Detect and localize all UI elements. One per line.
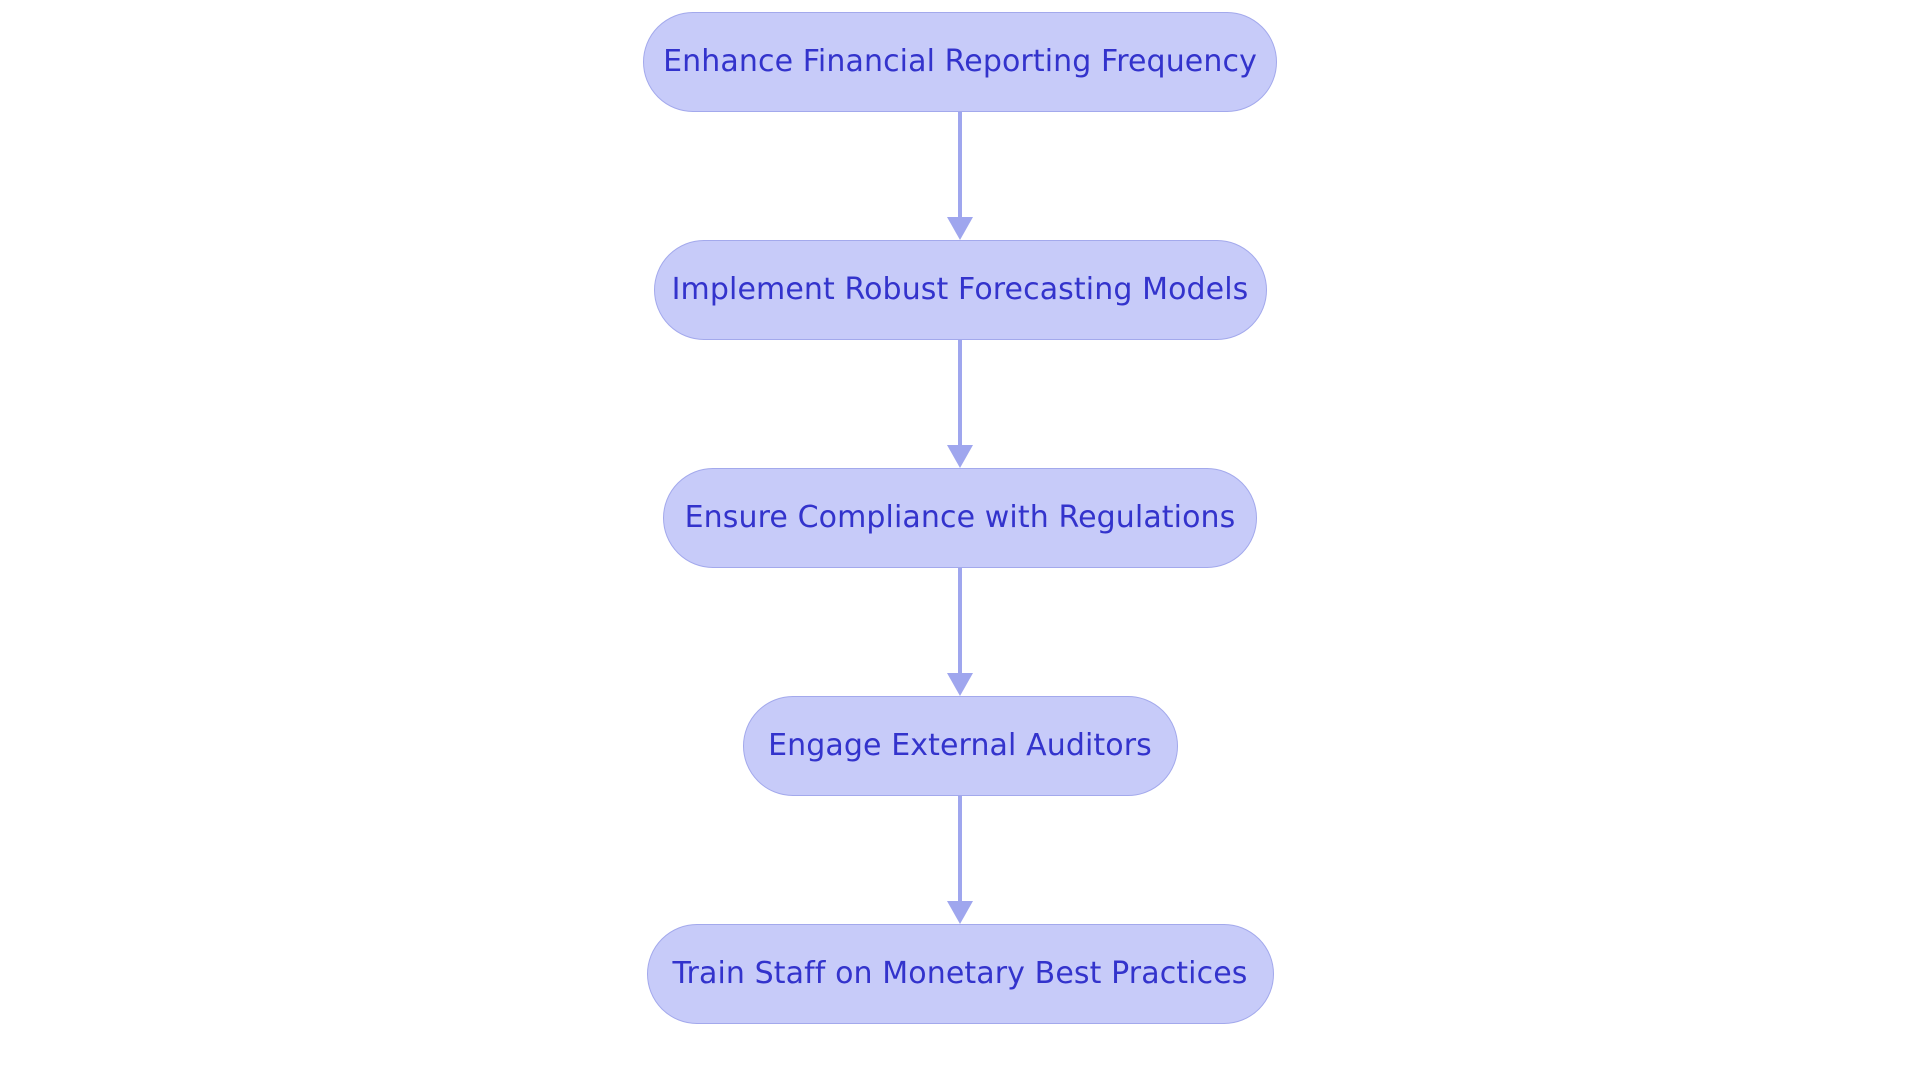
flow-node-train-staff-on-monetary-best-practices[interactable]: Train Staff on Monetary Best Practices [646, 924, 1274, 1024]
flow-connector-node1-to-node2 [946, 112, 974, 240]
flow-node-label: Engage External Auditors [768, 727, 1152, 763]
connector-line [958, 568, 962, 676]
flow-node-label: Ensure Compliance with Regulations [684, 499, 1236, 535]
connector-line [958, 112, 962, 220]
flow-node-label: Enhance Financial Reporting Frequency [663, 43, 1257, 79]
down-arrow-icon [947, 445, 973, 468]
flow-node-enhance-financial-reporting-frequency[interactable]: Enhance Financial Reporting Frequency [643, 12, 1277, 112]
flow-node-ensure-compliance-with-regulations[interactable]: Ensure Compliance with Regulations [663, 468, 1257, 568]
flow-node-label: Implement Robust Forecasting Models [671, 271, 1249, 307]
down-arrow-icon [947, 673, 973, 696]
flow-node-label: Train Staff on Monetary Best Practices [672, 955, 1248, 991]
flow-node-engage-external-auditors[interactable]: Engage External Auditors [742, 696, 1178, 796]
flow-node-implement-robust-forecasting-models[interactable]: Implement Robust Forecasting Models [653, 240, 1267, 340]
flow-connector-node3-to-node4 [946, 568, 974, 696]
down-arrow-icon [947, 217, 973, 240]
connector-line [958, 796, 962, 904]
connector-line [958, 340, 962, 448]
flow-connector-node2-to-node3 [946, 340, 974, 468]
down-arrow-icon [947, 901, 973, 924]
flow-connector-node4-to-node5 [946, 796, 974, 924]
